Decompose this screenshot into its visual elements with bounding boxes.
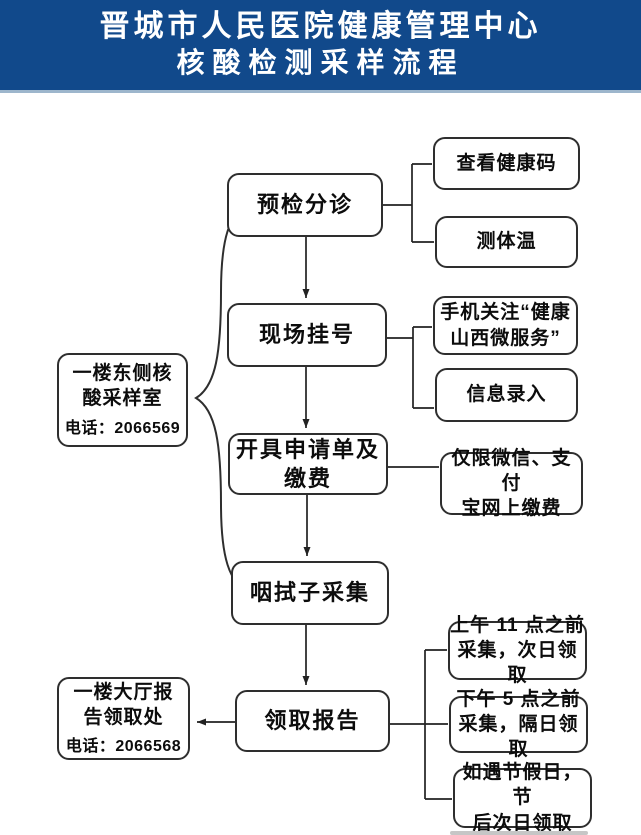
note-label: 手机关注“健康 山西微服务”	[440, 302, 571, 349]
location-box-report-desk: 一楼大厅报 告领取处 电话：2066568	[57, 677, 190, 760]
header-banner: 晋城市人民医院健康管理中心 核酸检测采样流程	[0, 0, 641, 93]
note-box-temperature: 测体温	[435, 216, 578, 268]
note-box-pickup-pm: 下午 5 点之前 采集，隔日领取	[449, 689, 588, 760]
page-subtitle: 核酸检测采样流程	[176, 47, 465, 79]
note-label: 查看健康码	[456, 152, 557, 174]
connector-triage-notes	[383, 163, 434, 243]
step-label: 预检分诊	[256, 192, 353, 218]
note-box-health-code: 查看健康码	[433, 137, 580, 190]
note-label: 上午 11 点之前 采集，次日领取	[450, 614, 585, 687]
note-label: 如遇节假日，节 后次日领取	[462, 762, 583, 834]
note-box-pickup-holiday: 如遇节假日，节 后次日领取	[453, 762, 592, 834]
location-name: 一楼东侧核 酸采样室	[72, 363, 173, 409]
note-box-online-payment: 仅限微信、支付 宝网上缴费	[440, 448, 583, 519]
note-box-info-entry: 信息录入	[435, 368, 578, 422]
step-label: 开具申请单及 缴费	[235, 436, 380, 491]
location-phone: 电话：2066568	[65, 738, 182, 756]
step-box-triage: 预检分诊	[227, 173, 383, 237]
step-label: 领取报告	[264, 708, 361, 734]
step-box-swab: 咽拭子采集	[231, 561, 389, 625]
step-label: 现场挂号	[258, 322, 355, 348]
brace-sampling-room	[194, 202, 253, 594]
note-label: 下午 5 点之前 采集，隔日领取	[456, 688, 581, 761]
step-box-registration: 现场挂号	[227, 303, 387, 367]
location-phone: 电话：2066569	[64, 419, 181, 437]
note-label: 测体温	[476, 231, 537, 253]
connector-pickup-notes	[390, 649, 452, 800]
note-label: 信息录入	[466, 384, 547, 406]
page-title: 晋城市人民医院健康管理中心	[99, 9, 542, 43]
bottom-crop-shadow	[450, 831, 588, 835]
step-box-payment: 开具申请单及 缴费	[228, 433, 388, 495]
step-label: 咽拭子采集	[249, 580, 370, 606]
step-box-report: 领取报告	[235, 690, 390, 752]
note-label: 仅限微信、支付 宝网上缴费	[451, 447, 572, 520]
note-box-wechat-service: 手机关注“健康 山西微服务”	[433, 296, 578, 355]
location-box-sampling-room: 一楼东侧核 酸采样室 电话：2066569	[57, 353, 188, 447]
note-box-pickup-am: 上午 11 点之前 采集，次日领取	[448, 615, 587, 686]
location-name: 一楼大厅报 告领取处	[73, 681, 174, 728]
connector-registration-notes	[387, 326, 434, 409]
